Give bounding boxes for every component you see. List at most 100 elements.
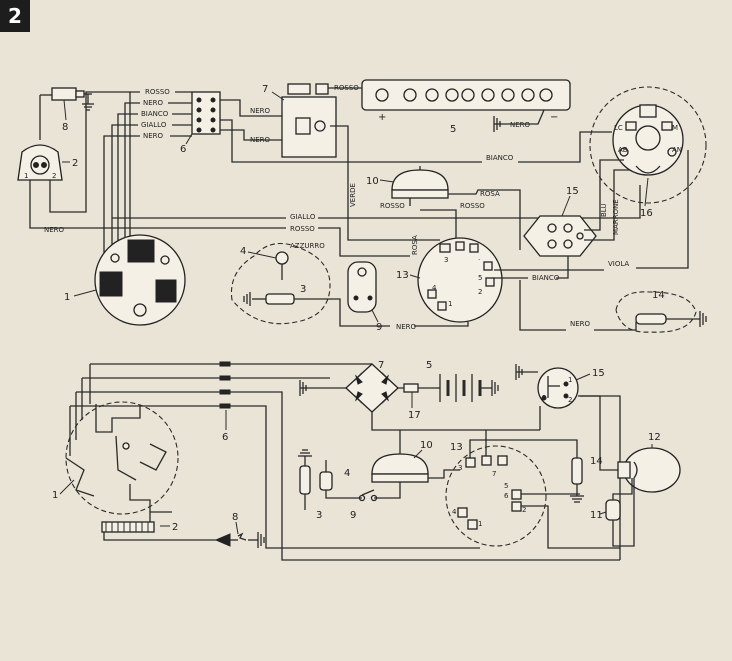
- label-8-top: 8: [62, 122, 68, 133]
- stop-switch-bottom: [537, 367, 579, 409]
- cdi-unit-outline: [230, 242, 331, 325]
- connector-block-top: [191, 91, 221, 135]
- label-5-bottom: 5: [426, 360, 432, 371]
- battery-bottom: [436, 374, 499, 402]
- label-10-top: 10: [366, 176, 379, 187]
- ignition-switch-bottom: [445, 445, 547, 547]
- coil-top-pin2: 2: [52, 172, 56, 180]
- coil-top-pin1: 1: [24, 172, 28, 180]
- label-17: 17: [408, 410, 421, 421]
- label-13-bottom: 13: [450, 442, 463, 453]
- tail-lamp-top: [635, 311, 707, 327]
- label-6-top: 6: [180, 144, 186, 155]
- coil-bottom: [101, 521, 155, 533]
- pilot-lamp-bottom: [605, 499, 621, 521]
- condenser-bottom: [319, 460, 333, 491]
- stator-bottom: [65, 401, 179, 515]
- label-11: 11: [590, 510, 603, 521]
- wire-rosa-2: ROSA: [411, 235, 419, 255]
- connector-bottom: [219, 361, 231, 409]
- headlamp-bulb: [617, 447, 681, 493]
- wire-blu: BLU: [600, 204, 608, 217]
- battery-fuse-strip-top: [361, 79, 571, 111]
- wire-rosso-3: ROSSO: [380, 202, 405, 210]
- label-1-bottom: 1: [52, 490, 58, 501]
- wire-nero-batt: NERO: [510, 121, 531, 129]
- regulator-top: [281, 83, 337, 158]
- ign-pin8: ·: [478, 256, 480, 264]
- horn-bottom: [371, 450, 429, 483]
- stop-pin-1: 1: [568, 376, 572, 384]
- wire-giallo-1: GIALLO: [141, 121, 167, 129]
- wire-rosso-4: ROSSO: [460, 202, 485, 210]
- ground-symbol-batt-top: [493, 116, 501, 132]
- wire-bianco-2: BIANCO: [486, 154, 514, 162]
- label-5-top: 5: [450, 124, 456, 135]
- label-7-top: 7: [262, 84, 268, 95]
- label-1-top: 1: [64, 292, 70, 303]
- label-8-bottom: 8: [232, 512, 238, 523]
- spark-plug-bottom: [214, 532, 265, 548]
- ign-pin2: 2: [478, 288, 482, 296]
- label-14-bottom: 14: [590, 456, 603, 467]
- label-15-bottom: 15: [592, 368, 605, 379]
- switch-term-ab: AB: [618, 146, 628, 154]
- ign-b-pin7: 7: [492, 470, 496, 478]
- figure-number: 2: [8, 4, 22, 28]
- label-10-bottom: 10: [420, 440, 433, 451]
- horn-top: [391, 166, 449, 199]
- figure-number-badge: 2: [0, 0, 30, 32]
- label-3-top: 3: [300, 284, 306, 295]
- wire-nero-coil: NERO: [44, 226, 65, 234]
- label-9-bottom: 9: [350, 510, 356, 521]
- ign-b-pin4: 4: [452, 508, 457, 516]
- wire-marrone: MARRONE: [612, 199, 620, 235]
- wire-giallo-2: GIALLO: [290, 213, 316, 221]
- headlamp-housing-outline: [589, 86, 707, 204]
- wire-nero-kill: NERO: [396, 323, 417, 331]
- ign-pin5: 5: [478, 274, 482, 282]
- wire-azzurro: AZZURRO: [290, 242, 325, 250]
- wire-viola: VIOLA: [608, 260, 629, 268]
- ignition-switch-top: [417, 237, 503, 323]
- wire-verde: VERDE: [349, 183, 357, 207]
- ignition-coil-top: [17, 94, 63, 181]
- rectifier-bottom: [345, 363, 399, 413]
- hv-lead-bottom: [298, 449, 312, 495]
- ground-symbol-stop: [515, 364, 538, 380]
- label-7-bottom: 7: [378, 360, 384, 371]
- wire-rosa-1: ROSA: [480, 190, 500, 198]
- label-3-bottom: 3: [316, 510, 322, 521]
- wire-bianco-1: BIANCO: [141, 110, 169, 118]
- kill-switch-top: [347, 261, 377, 313]
- fuse-bottom: [403, 383, 419, 393]
- wire-bianco-3: BIANCO: [532, 274, 560, 282]
- stop-pin-2: 2: [568, 396, 572, 404]
- switch-term-lc: LC: [614, 124, 623, 132]
- magneto-stator-top: [94, 234, 186, 326]
- wire-nero-tail: NERO: [570, 320, 591, 328]
- label-12: 12: [648, 432, 661, 443]
- stop-pin-3: 3: [542, 394, 546, 402]
- ign-b-pin6: 6: [504, 492, 509, 500]
- ign-b-pin3: 3: [458, 464, 462, 472]
- wire-nero-2: NERO: [143, 132, 164, 140]
- label-15-top: 15: [566, 186, 579, 197]
- ign-b-pin2: 2: [522, 506, 526, 514]
- ign-pin1: 1: [448, 300, 452, 308]
- light-switch-top: [612, 104, 684, 176]
- label-13-top: 13: [396, 270, 409, 281]
- label-4-top: 4: [240, 246, 246, 257]
- wire-nero-1: NERO: [143, 99, 164, 107]
- label-6-bottom: 6: [222, 432, 228, 443]
- ign-pin3: 3: [444, 256, 448, 264]
- tail-lamp-bottom: [570, 457, 584, 503]
- switch-term-m: M: [672, 124, 678, 132]
- condenser-top: [275, 251, 289, 280]
- light-housing-outline: [615, 291, 697, 333]
- hv-lead-top: [243, 292, 295, 306]
- ign-b-pin5: 5: [504, 482, 508, 490]
- wire-rosso-1: ROSSO: [145, 88, 170, 96]
- battery-plus-top: +: [378, 112, 386, 123]
- switch-term-an: AN: [672, 146, 682, 154]
